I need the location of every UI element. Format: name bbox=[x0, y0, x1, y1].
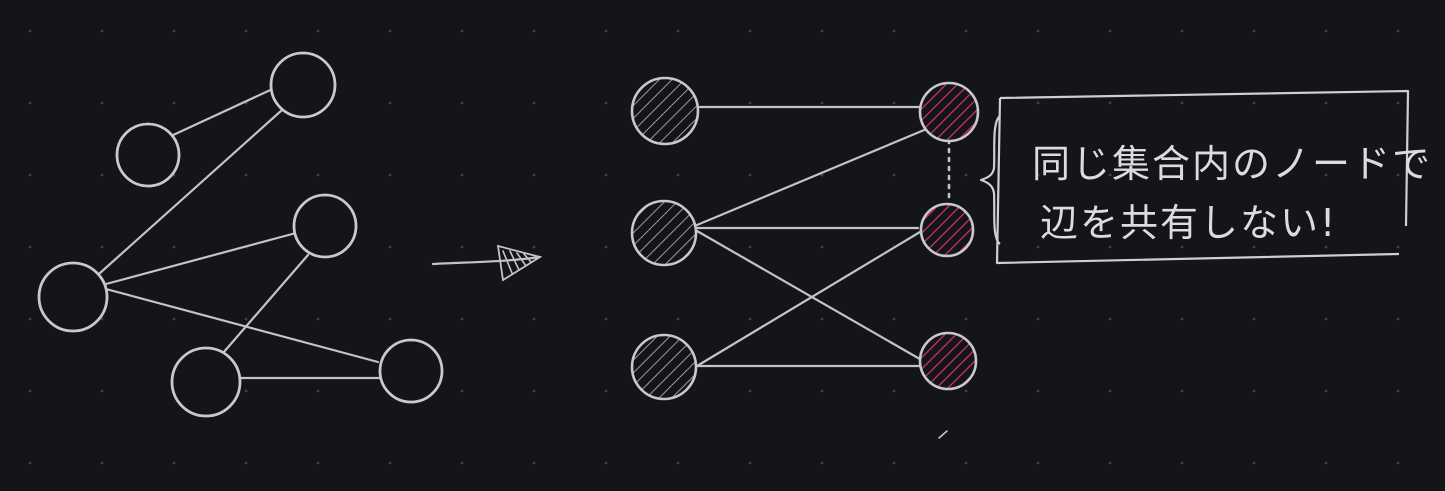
pink-node bbox=[919, 202, 975, 258]
stray-stroke bbox=[938, 430, 948, 439]
transform-arrow-icon bbox=[431, 244, 543, 282]
graph-node bbox=[115, 122, 181, 188]
hatched-node bbox=[630, 333, 698, 401]
edge bbox=[169, 84, 281, 138]
note-callout: 同じ集合内のノードで 辺を共有しない! bbox=[979, 89, 1432, 265]
graph-node bbox=[378, 338, 444, 404]
pink-node bbox=[920, 83, 978, 141]
edge bbox=[221, 253, 310, 355]
bipartite-edges bbox=[695, 105, 951, 368]
edge bbox=[695, 230, 922, 368]
note-line-1: 同じ集合内のノードで bbox=[1032, 142, 1432, 186]
graph-node bbox=[269, 51, 337, 119]
general-graph bbox=[37, 51, 444, 418]
graph-node bbox=[170, 346, 242, 418]
edge bbox=[98, 108, 284, 275]
right-set-nodes bbox=[918, 81, 980, 391]
hatched-node bbox=[630, 199, 698, 267]
graph-node bbox=[37, 261, 109, 333]
pink-node bbox=[921, 204, 973, 256]
hatched-node bbox=[630, 76, 700, 146]
hatched-node bbox=[632, 78, 698, 144]
general-graph-edges bbox=[98, 84, 382, 380]
bipartite-graph bbox=[630, 76, 980, 439]
note-line-2: 辺を共有しない! bbox=[1040, 201, 1337, 245]
hatched-node bbox=[632, 335, 696, 399]
general-graph-nodes bbox=[37, 51, 444, 418]
edge bbox=[104, 231, 298, 286]
note-box bbox=[995, 89, 1410, 265]
left-set-nodes bbox=[630, 76, 700, 401]
edge bbox=[104, 287, 380, 364]
pink-node bbox=[918, 331, 978, 391]
pink-node bbox=[920, 333, 976, 389]
edge bbox=[695, 126, 931, 227]
callout-brace bbox=[979, 115, 1001, 245]
hatched-node bbox=[632, 201, 696, 265]
pink-node bbox=[918, 81, 980, 143]
graph-node bbox=[292, 193, 358, 259]
